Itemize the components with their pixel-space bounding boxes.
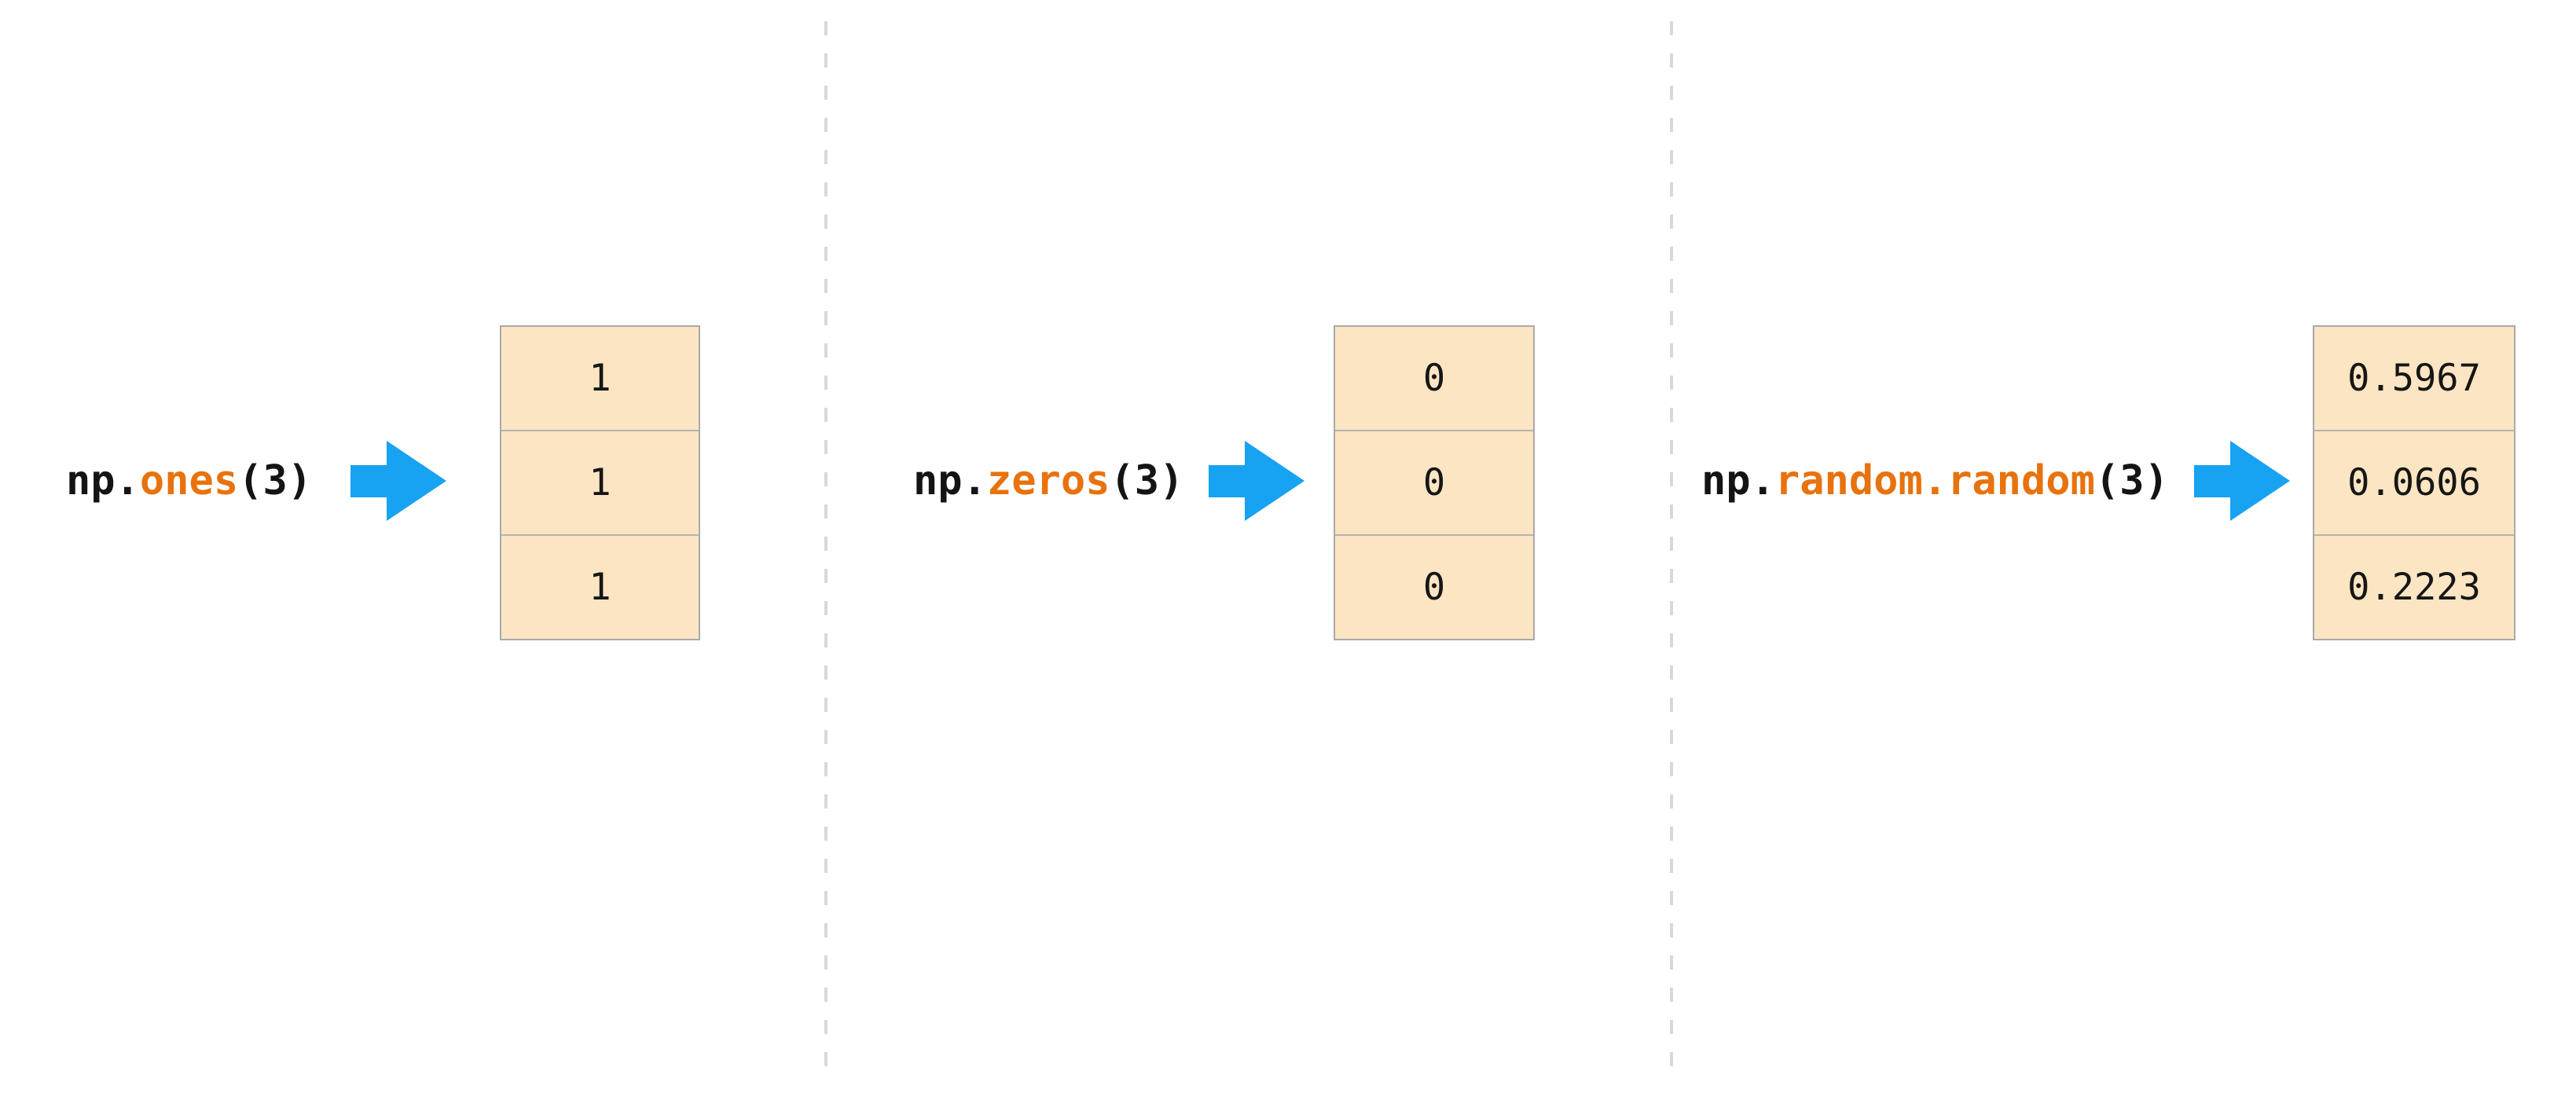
array-cell: 0 xyxy=(1422,357,1446,400)
code-function: random.random xyxy=(1774,457,2095,504)
code-prefix: np. xyxy=(66,457,140,504)
code-suffix: (3) xyxy=(238,457,313,504)
array-column-zeros: 0 0 0 xyxy=(1334,325,1535,640)
code-suffix: (3) xyxy=(2094,457,2169,504)
array-column-random: 0.5967 0.0606 0.2223 xyxy=(2313,325,2515,640)
arrow-right-icon xyxy=(2194,441,2290,521)
panel-divider xyxy=(1670,21,1673,1066)
array-cell: 0 xyxy=(1335,534,1533,639)
code-prefix: np. xyxy=(1701,457,1775,504)
code-label-ones: np.ones(3) xyxy=(66,460,312,501)
array-cell: 1 xyxy=(589,357,611,400)
array-cell: 0.0606 xyxy=(2314,430,2514,534)
array-cell: 1 xyxy=(501,430,699,534)
array-cell: 0.2223 xyxy=(2314,534,2514,639)
code-label-zeros: np.zeros(3) xyxy=(913,460,1183,501)
code-function: ones xyxy=(139,457,239,504)
array-cell: 1 xyxy=(501,534,699,639)
arrow-right-icon xyxy=(350,441,446,521)
panel-divider xyxy=(824,21,827,1066)
array-column-ones: 1 1 1 xyxy=(500,325,700,640)
array-cell: 0 xyxy=(1335,430,1533,534)
code-function: zeros xyxy=(986,457,1110,504)
code-label-random: np.random.random(3) xyxy=(1701,460,2169,501)
code-suffix: (3) xyxy=(1110,457,1184,504)
arrow-right-icon xyxy=(1209,441,1305,521)
code-prefix: np. xyxy=(913,457,987,504)
array-cell: 0.5967 xyxy=(2347,357,2481,400)
